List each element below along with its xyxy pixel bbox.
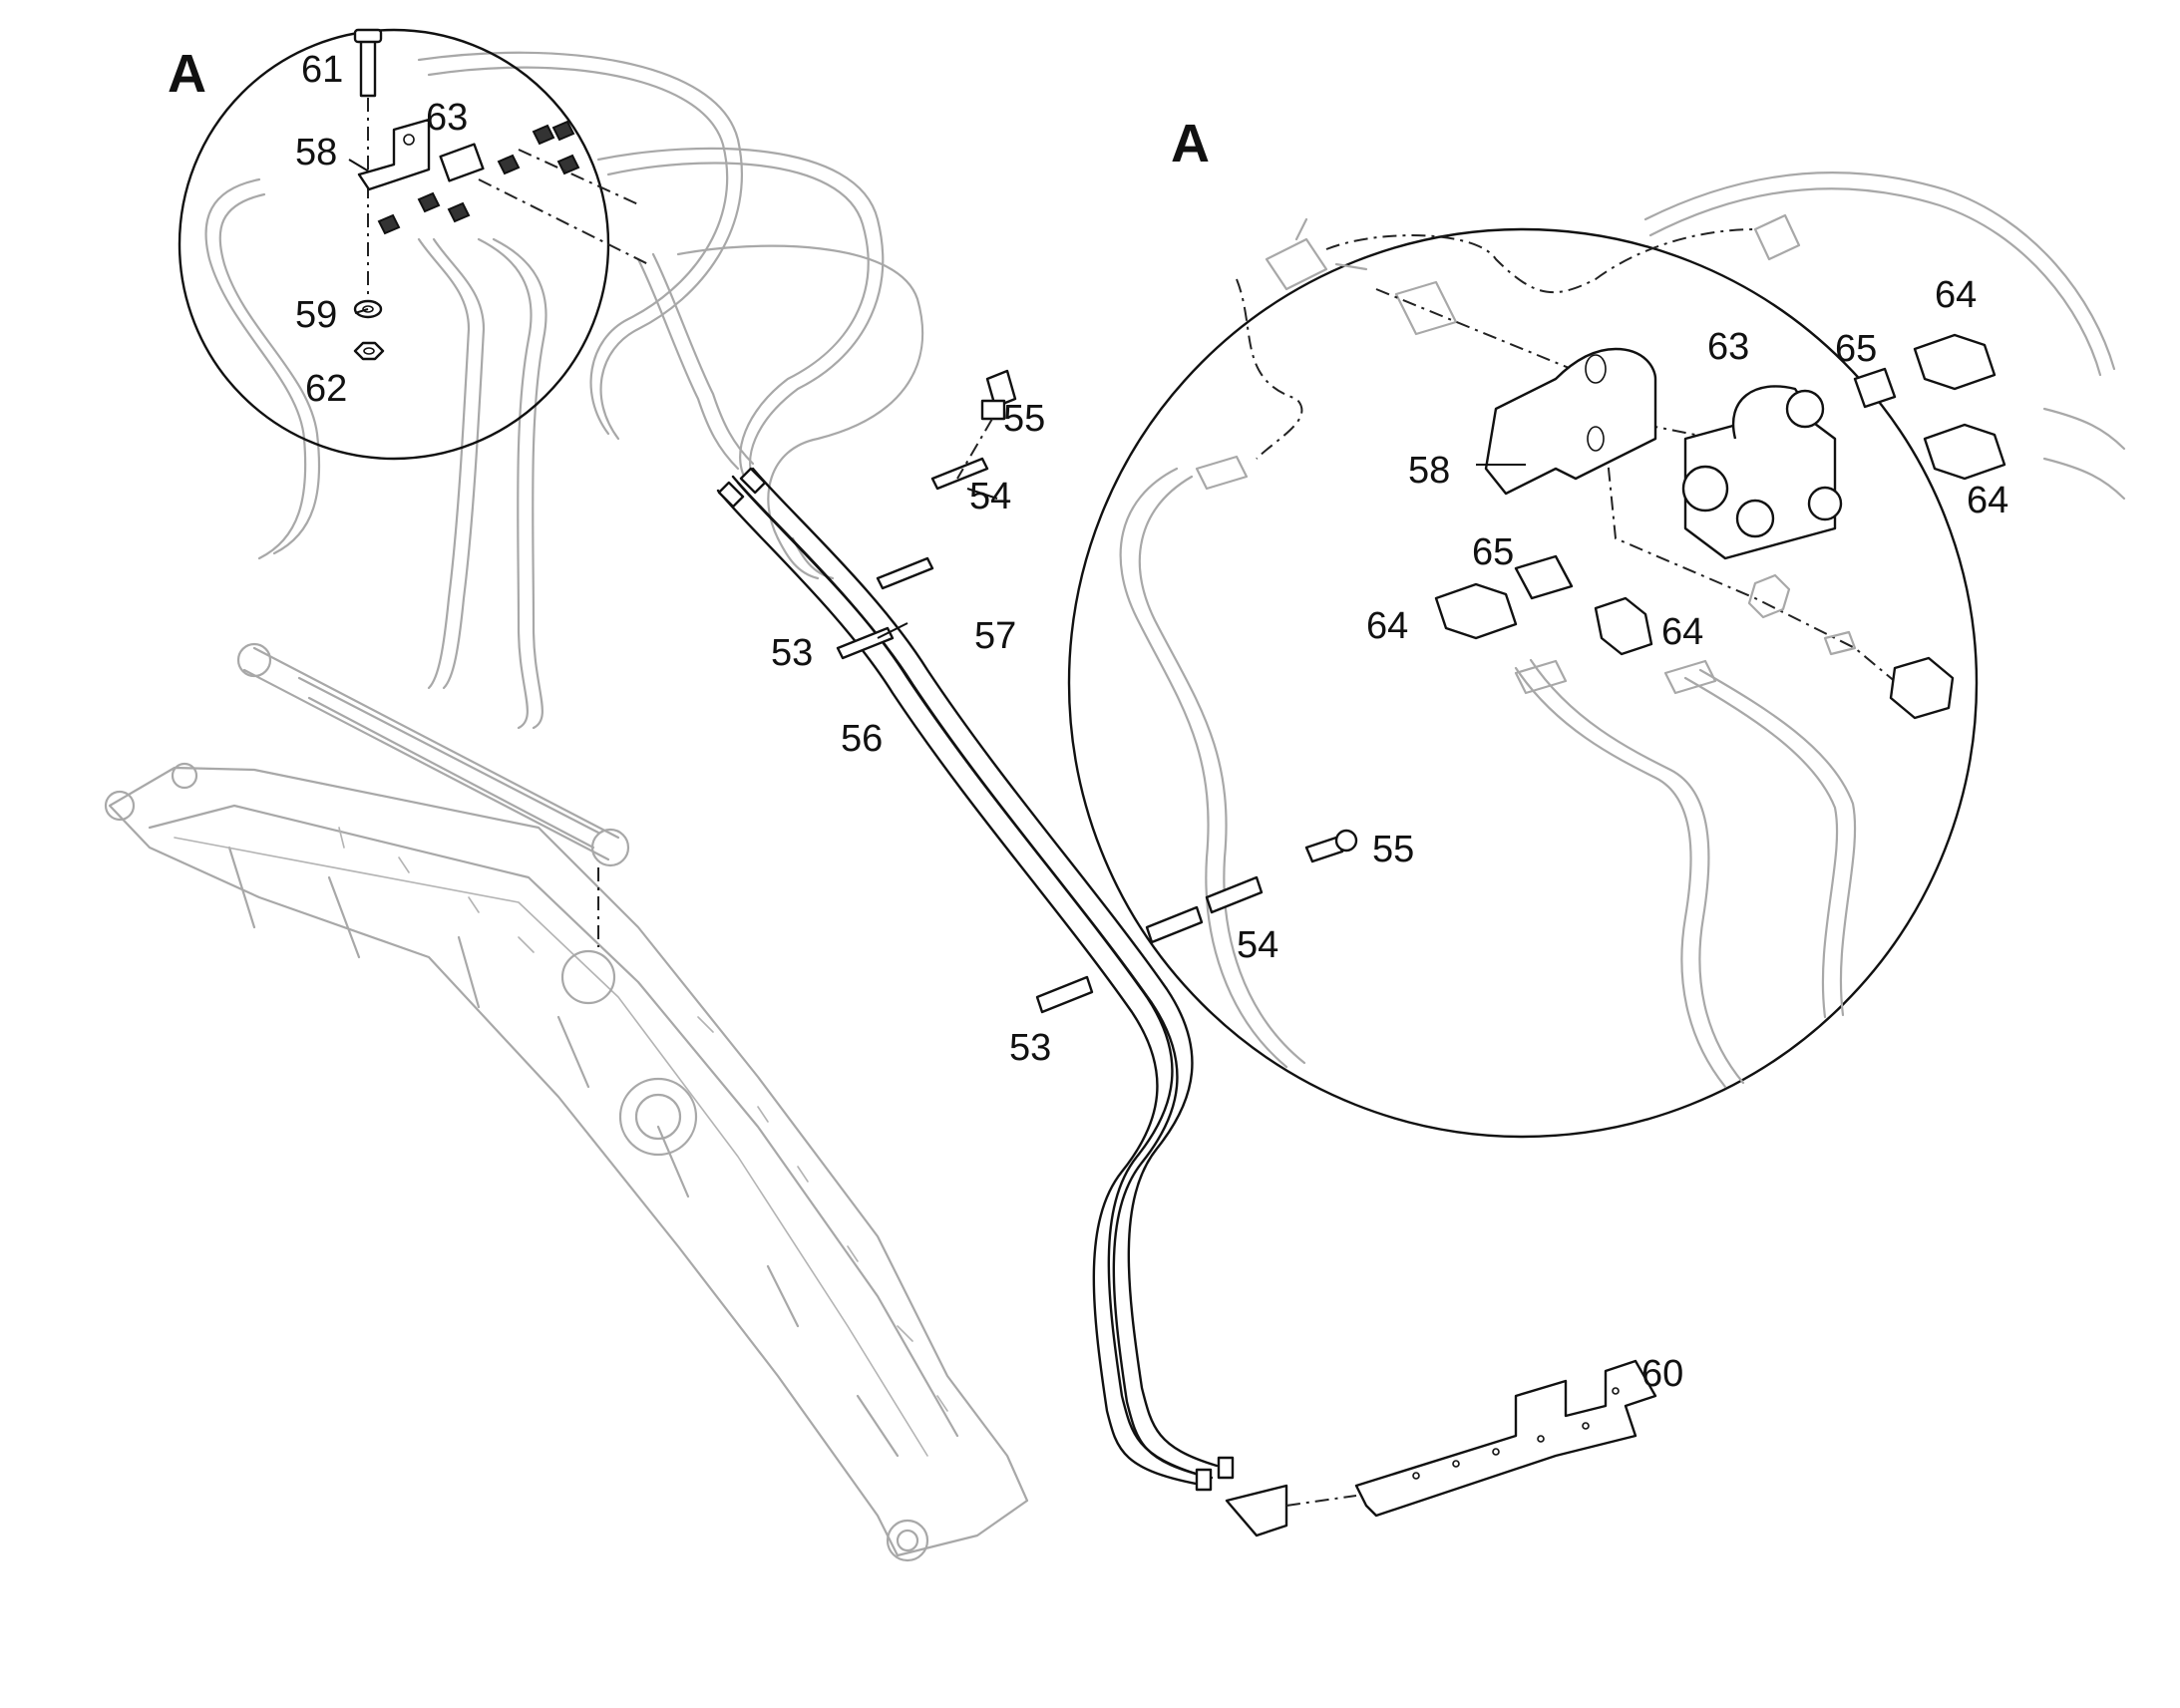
- detail-view-large: A: [1067, 114, 2126, 1139]
- callout-58-large: 58: [1408, 450, 1450, 492]
- callout-64-large-upper-right: 64: [1935, 274, 1977, 316]
- callout-64-large-right: 64: [1967, 480, 2008, 521]
- callout-53-lower: 53: [1009, 1027, 1051, 1069]
- callout-63-large: 63: [1707, 326, 1749, 368]
- detail-view-small: A: [168, 28, 649, 461]
- detail-label-small: A: [168, 44, 206, 104]
- callout-labels: 61 58 63 59 62 55 54 53 57 56 53 60 63 6…: [295, 49, 2008, 1395]
- tube-clamps: [836, 369, 1094, 1014]
- callout-59: 59: [295, 294, 337, 336]
- mounting-bracket-60: [1225, 1359, 1657, 1537]
- callout-61: 61: [301, 49, 343, 91]
- callout-65-large-upper: 65: [1835, 328, 1877, 370]
- boom-cylinder: [236, 642, 630, 947]
- callout-63-small: 63: [426, 97, 468, 139]
- callout-55-large: 55: [1372, 829, 1414, 870]
- hose-lines: [204, 51, 924, 730]
- callout-65-large-lower: 65: [1472, 531, 1514, 573]
- callout-58-small: 58: [295, 132, 337, 173]
- callout-54-main: 54: [969, 476, 1011, 517]
- callout-64-large-left: 64: [1366, 605, 1408, 647]
- excavator-boom: [104, 762, 1029, 1562]
- callout-56: 56: [841, 718, 883, 760]
- callout-64-large-center: 64: [1661, 611, 1703, 653]
- detail-label-large: A: [1171, 114, 1210, 173]
- callout-55-main: 55: [1003, 398, 1045, 440]
- callout-53-upper: 53: [771, 632, 813, 674]
- callout-57: 57: [974, 615, 1016, 657]
- callout-54-large: 54: [1237, 924, 1278, 966]
- callout-62: 62: [305, 368, 347, 410]
- callout-60: 60: [1641, 1353, 1683, 1395]
